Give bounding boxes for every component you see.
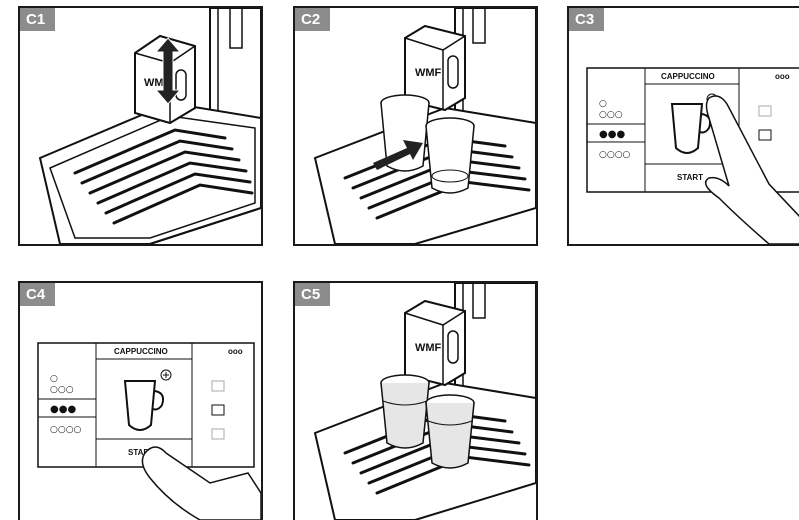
step-panel-c4: C4 CAPPUCCINO ooo START ○ ○○○ ●●● ○○○○: [18, 281, 263, 520]
glass-right-filled: [426, 395, 474, 468]
brand-logo: WMF: [415, 67, 442, 79]
step-panel-c3: C3 CAPPUCCINO ooo START ○ ○○○ ●●● ○○○○: [567, 6, 799, 246]
step-label: C1: [20, 8, 55, 31]
step-label: C3: [569, 8, 604, 31]
svg-text:●●●: ●●●: [50, 404, 76, 415]
display-title: CAPPUCCINO: [661, 72, 715, 81]
display-illustration: CAPPUCCINO ooo START ○ ○○○ ●●● ○○○○: [569, 8, 799, 244]
svg-text:●●●: ●●●: [599, 129, 625, 140]
svg-text:○○○: ○○○: [50, 385, 74, 395]
svg-text:○○○○: ○○○○: [50, 425, 82, 435]
machine-illustration: WMF: [295, 8, 536, 244]
drip-tray: [40, 103, 261, 244]
brand-logo: WMF: [415, 342, 442, 354]
glass-left-filled: [381, 375, 429, 448]
step-label: C4: [20, 283, 55, 306]
touch-display: CAPPUCCINO ooo START ○ ○○○ ●●● ○○○○: [38, 343, 254, 467]
menu-dots: ooo: [775, 72, 790, 81]
svg-text:○: ○: [50, 374, 58, 384]
glass-right: [426, 118, 474, 193]
step-label: C5: [295, 283, 330, 306]
display-illustration: CAPPUCCINO ooo START ○ ○○○ ●●● ○○○○: [20, 283, 261, 520]
start-label: START: [677, 173, 703, 182]
menu-dots: ooo: [228, 347, 243, 356]
step-label: C2: [295, 8, 330, 31]
touch-display: CAPPUCCINO ooo START ○ ○○○ ●●● ○○○○: [587, 68, 799, 192]
svg-text:○○○○: ○○○○: [599, 150, 631, 160]
machine-illustration: WMF: [20, 8, 261, 244]
svg-text:○○○: ○○○: [599, 110, 623, 120]
step-panel-c1: C1 WMF: [18, 6, 263, 246]
machine-illustration: WMF: [295, 283, 536, 520]
display-title: CAPPUCCINO: [114, 347, 168, 356]
step-panel-c5: C5 WMF: [293, 281, 538, 520]
coffee-outlet: WMF: [405, 301, 465, 385]
svg-text:○: ○: [599, 99, 607, 109]
step-panel-c2: C2 WMF: [293, 6, 538, 246]
